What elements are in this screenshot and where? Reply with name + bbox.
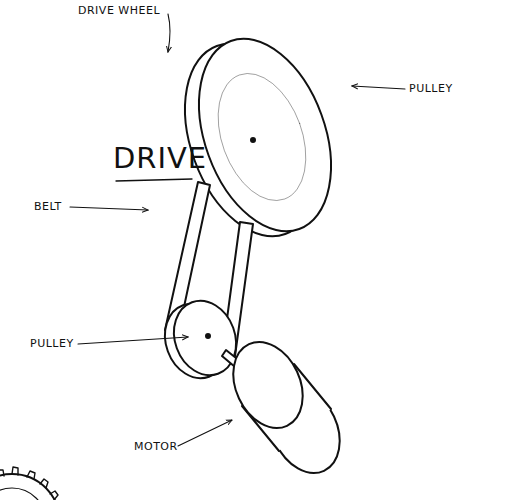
part-label: DRIVE WHEEL [78, 4, 160, 17]
title-underline [116, 179, 192, 181]
leader-line [178, 420, 232, 446]
leader-line [352, 86, 405, 89]
leader-line [168, 14, 170, 52]
sketch-title: DRIVE [113, 141, 207, 175]
part-label: PULLEY [409, 82, 453, 95]
pulley-hub [206, 334, 210, 338]
leader-line [70, 207, 148, 210]
motor-face [220, 331, 316, 440]
leader-line [78, 337, 188, 344]
part-label: PULLEY [30, 337, 74, 350]
part-label: MOTOR [134, 440, 178, 453]
part-label: BELT [34, 200, 62, 213]
wheel-pulley-groove [202, 61, 322, 212]
gear-rim [0, 474, 60, 500]
wheel-hub [251, 138, 255, 142]
gear-teeth [0, 467, 58, 500]
gear-hub [0, 488, 46, 500]
